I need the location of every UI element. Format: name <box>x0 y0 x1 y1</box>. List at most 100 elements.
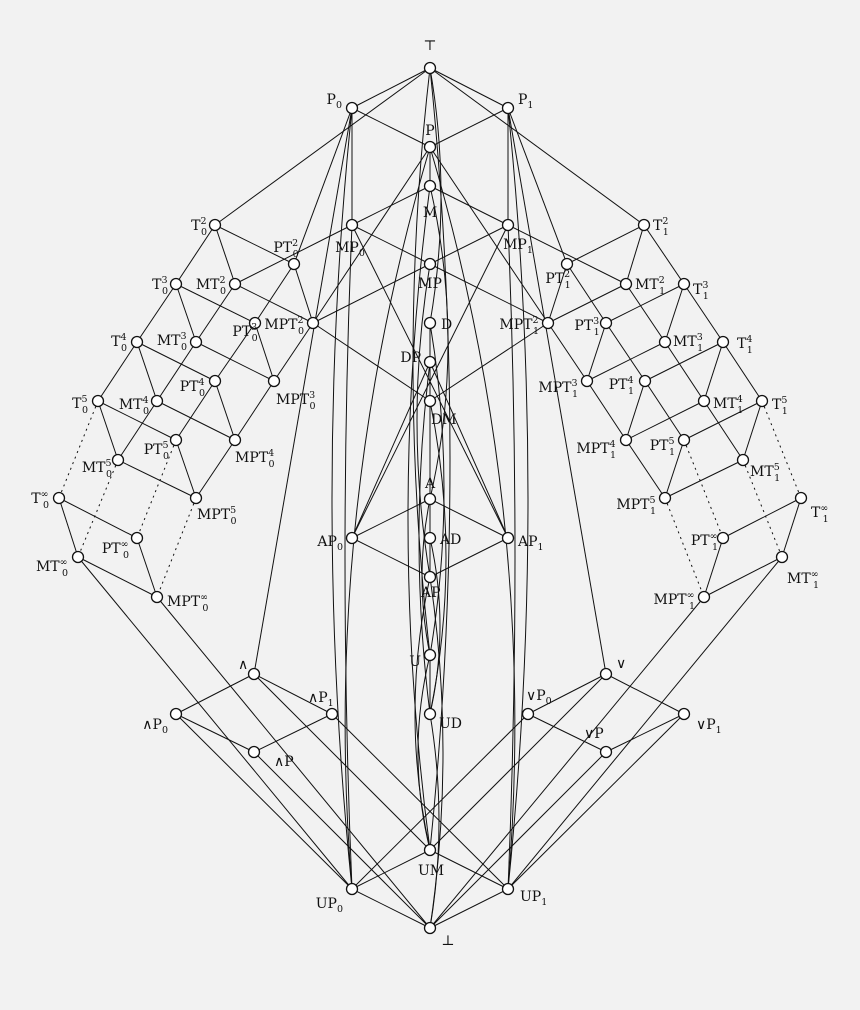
edge-T0_3-MT0_3 <box>175 283 197 343</box>
node-D <box>423 316 437 330</box>
label-text: PT <box>691 533 710 549</box>
label-sub: 1 <box>669 447 675 458</box>
edge-ORP-bottom <box>429 751 607 929</box>
label-text: PT <box>232 324 251 340</box>
edge-MPT0_2-MPT0_3 <box>273 322 314 382</box>
label-ORP1: ∨P1 <box>696 717 722 736</box>
label-sup: 2 <box>201 216 207 227</box>
edge-MT0_3-MPT0_3 <box>195 341 275 382</box>
edge-OR-UM <box>429 673 607 851</box>
edge-PT0_inf-MPT0_inf <box>136 537 158 598</box>
node-MPT1_2 <box>541 316 555 330</box>
edge-OR-ORP1 <box>605 673 685 715</box>
label-text: ∨P <box>526 688 546 704</box>
edge-top-T1_2 <box>429 67 645 226</box>
label-AD: AD <box>439 532 461 548</box>
node-AP <box>423 570 437 584</box>
edge-T1_3-T1_4 <box>683 283 724 343</box>
curve-edge-MP1-UP1 <box>507 224 516 890</box>
edges <box>58 67 802 929</box>
label-sup: 5 <box>230 505 236 516</box>
label-sup: ∞ <box>121 539 129 550</box>
edge-T0_3-PT0_3 <box>175 283 256 324</box>
curve-edge-AD-UD <box>429 537 441 715</box>
node-DM <box>423 394 437 408</box>
node-MPT0_inf <box>150 590 164 604</box>
node-P1 <box>501 101 515 115</box>
node-MP1 <box>501 218 515 232</box>
label-text: A <box>424 476 436 492</box>
label-sup: 2 <box>533 315 539 326</box>
edge-MT1_inf-MPT1_inf <box>703 556 783 598</box>
label-P: P <box>425 123 434 139</box>
label-MP1: MP1 <box>503 237 533 256</box>
label-sup: ∞ <box>60 557 68 568</box>
label-sub: 0 <box>123 550 129 561</box>
label-sup: 5 <box>106 458 112 469</box>
edge-T1_2-MT1_2 <box>625 224 645 285</box>
curve-edge-P-UP0 <box>344 146 431 890</box>
edge-T0_2-MT0_2 <box>214 224 236 285</box>
edge-MP0-MP <box>351 224 431 265</box>
edge-T1_2-PT1_2 <box>566 224 645 265</box>
label-sup: ∞ <box>687 590 695 601</box>
edge-ORP0-UP0 <box>351 713 529 890</box>
label-UP1: UP1 <box>520 889 547 908</box>
label-UP0: UP0 <box>316 896 343 915</box>
edge-PT0_4-MPT0_4 <box>214 380 236 441</box>
label-sup: 5 <box>650 495 656 506</box>
node-T0_inf <box>52 491 66 505</box>
edge-PT1_inf-MPT1_inf <box>703 537 724 598</box>
edge-T0_4-MT0_4 <box>136 341 158 402</box>
node-MT1_4 <box>697 394 711 408</box>
edge-top-P1 <box>429 67 509 109</box>
label-sub: 0 <box>143 406 149 417</box>
edge-MPT1_3-MPT1_4 <box>586 380 627 441</box>
label-text: T <box>191 218 201 234</box>
curve-edge-DP-UD <box>418 361 431 715</box>
label-sub: 0 <box>162 286 168 297</box>
node-PT0_3 <box>248 316 262 330</box>
label-text: D <box>441 317 452 333</box>
label-AND: ∧ <box>238 657 248 673</box>
label-text: PT <box>650 438 669 454</box>
curve-edge-M-UM <box>407 185 431 851</box>
label-sub: 0 <box>121 343 127 354</box>
label-sub: 1 <box>527 100 533 111</box>
node-U <box>423 648 437 662</box>
label-sup: ∞ <box>41 489 49 500</box>
node-MT0_4 <box>150 394 164 408</box>
label-text: UP <box>520 889 541 905</box>
edge-MT1_4-MPT1_4 <box>625 400 705 441</box>
label-sub: 1 <box>782 406 788 417</box>
node-P0 <box>345 101 359 115</box>
edge-MP1-MP <box>429 224 509 265</box>
label-A: A <box>424 476 436 492</box>
label-text: ∧ <box>238 657 248 673</box>
label-text: PT <box>144 442 163 458</box>
label-text: AP <box>517 534 538 550</box>
label-sup: 5 <box>82 394 88 405</box>
edge-T1_inf-MT1_inf <box>781 497 802 558</box>
node-ORP1 <box>677 707 691 721</box>
label-sup: 2 <box>659 275 665 286</box>
label-sub: 0 <box>269 459 275 470</box>
label-sub: 1 <box>610 450 616 461</box>
label-text: M <box>423 205 437 221</box>
label-text: UM <box>418 863 444 879</box>
edge-MT1_5-MPT1_5 <box>664 459 744 499</box>
edge-MT1_inf-UP1 <box>507 556 783 890</box>
edge-DP-AP0 <box>351 361 431 539</box>
label-sub: 1 <box>659 286 665 297</box>
label-sub: 0 <box>336 100 342 111</box>
edge-T0_inf-PT0_inf <box>58 497 138 539</box>
